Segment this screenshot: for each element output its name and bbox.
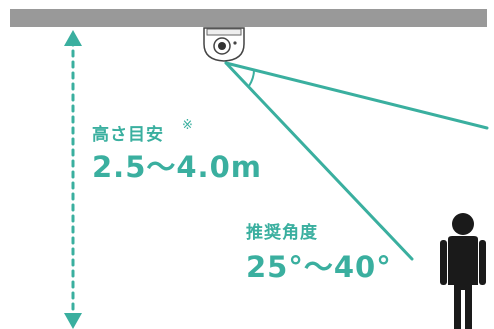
- recommended-angle-label: 推奨角度: [246, 223, 318, 243]
- dome-camera-icon: [203, 27, 245, 62]
- person-icon: [440, 213, 486, 329]
- height-range-value: 2.5～4.0m: [92, 150, 262, 184]
- angle-range-value: 25°～40°: [246, 250, 392, 284]
- view-angle-lines: [224, 61, 489, 261]
- ceiling-bar: [10, 9, 487, 27]
- height-guide-label: 高さ目安: [92, 125, 164, 145]
- footnote-mark: ※: [182, 118, 193, 133]
- double-arrow-icon: [64, 30, 82, 329]
